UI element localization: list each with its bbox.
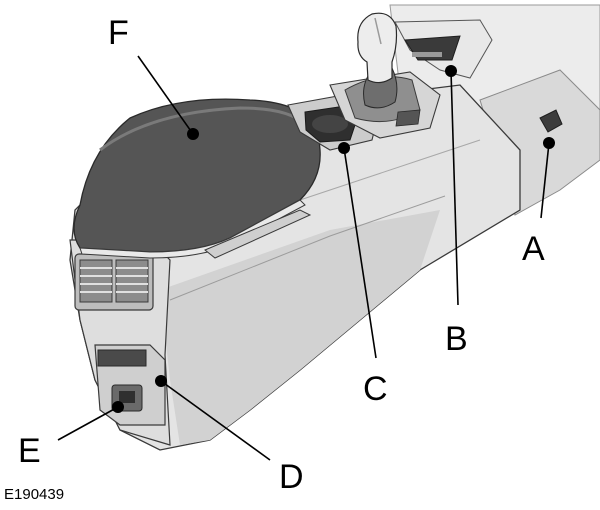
side-switch	[539, 109, 563, 133]
callout-label-f: F	[108, 14, 129, 52]
marker-dot-e	[112, 401, 124, 413]
marker-dot-b	[445, 65, 457, 77]
leader-line-e	[57, 406, 119, 441]
callout-markers	[112, 65, 555, 413]
gear-shift-knob	[357, 12, 398, 84]
gear-shift-area	[329, 12, 441, 139]
marker-dot-f	[187, 128, 199, 140]
callout-label-e: E	[18, 432, 41, 470]
console-contour-line	[169, 195, 446, 301]
upper-tray	[394, 19, 493, 79]
leader-line-d	[160, 380, 271, 461]
console-contour-line	[299, 139, 481, 201]
marker-dot-d	[155, 375, 167, 387]
marker-dot-a	[543, 137, 555, 149]
figure-id: E190439	[4, 486, 65, 503]
leader-line-a	[540, 142, 550, 219]
rear-air-vents	[74, 253, 154, 311]
leader-lines	[57, 55, 550, 461]
callout-label-b: B	[445, 320, 468, 358]
armrest-hinge-strip	[204, 209, 312, 259]
armrest-highlight	[99, 106, 307, 152]
leader-line-b	[450, 70, 459, 306]
callout-label-a: A	[522, 230, 545, 268]
console-side-shading	[160, 210, 440, 445]
leader-line-c	[343, 147, 377, 359]
callout-label-c: C	[363, 370, 388, 408]
callout-label-d: D	[279, 458, 304, 496]
marker-dot-c	[338, 142, 350, 154]
leader-line-f	[137, 55, 194, 135]
